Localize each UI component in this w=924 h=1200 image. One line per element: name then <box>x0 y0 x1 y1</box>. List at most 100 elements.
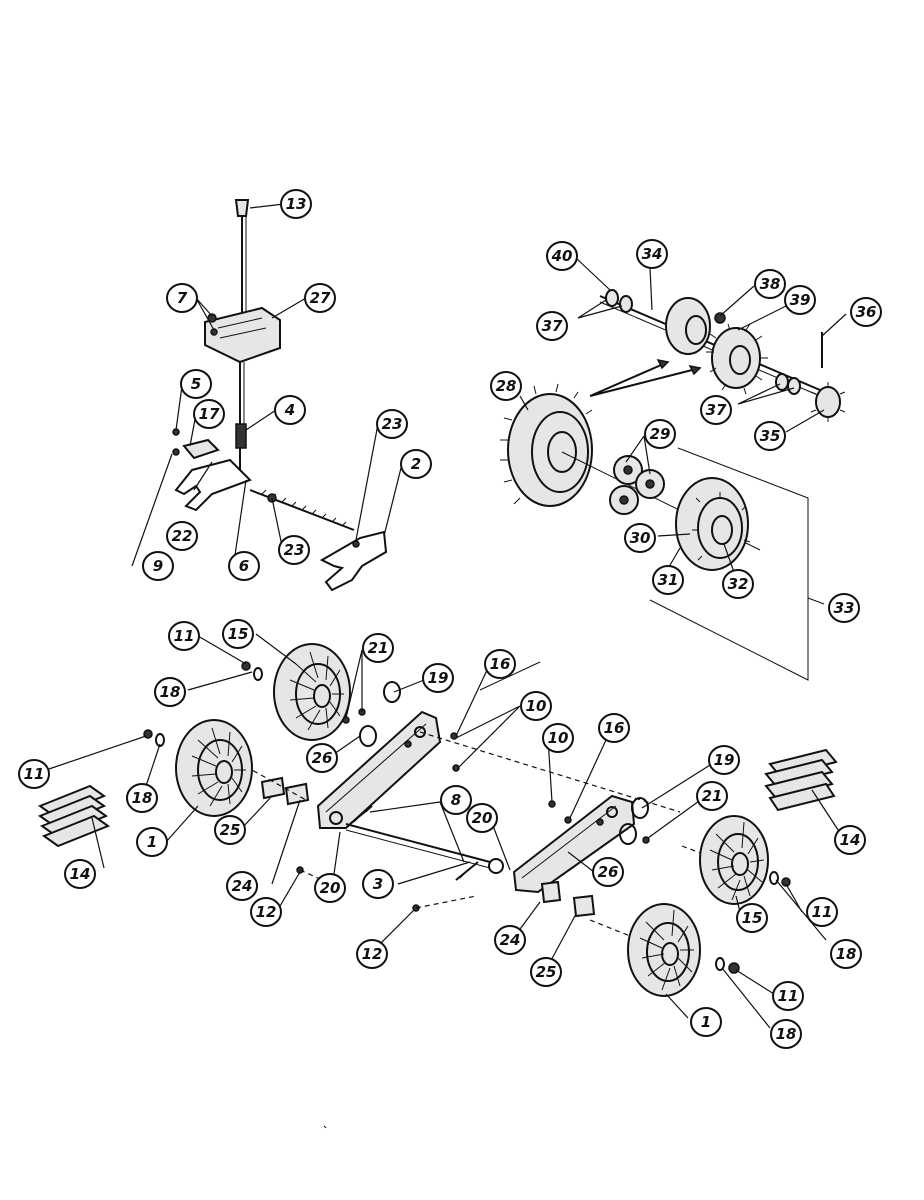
callout-circle <box>226 871 258 901</box>
callout-circle <box>193 399 225 429</box>
ball <box>714 312 726 324</box>
callout-18: 18 <box>154 677 186 707</box>
callout-circle <box>484 649 516 679</box>
callout-number: 19 <box>714 751 735 769</box>
callout-number: 23 <box>284 541 305 559</box>
callout-circle <box>376 409 408 439</box>
callout-21: 21 <box>696 781 728 811</box>
callout-number: 4 <box>284 401 295 419</box>
callout-number: 16 <box>490 655 511 673</box>
pivot-block <box>182 438 220 460</box>
callout-number: 29 <box>650 425 671 443</box>
callout-circle <box>18 759 50 789</box>
lever-bracket <box>204 306 281 364</box>
callout-number: 26 <box>312 749 333 767</box>
callout-32: 32 <box>722 569 754 599</box>
spacer <box>260 776 286 800</box>
callout-circle <box>708 745 740 775</box>
callout-12: 12 <box>356 939 388 969</box>
callout-number: 32 <box>728 575 749 593</box>
callout-circle <box>304 283 336 313</box>
callout-number: 25 <box>220 821 241 839</box>
callout-number: 40 <box>551 247 573 265</box>
callout-circle <box>280 189 312 219</box>
callout-24: 24 <box>494 925 526 955</box>
frame-arm-right <box>512 794 636 894</box>
drive-gear <box>711 327 761 389</box>
callout-circle <box>754 421 786 451</box>
callout-23: 23 <box>376 409 408 439</box>
callout-circle <box>142 551 174 581</box>
callout-circle <box>624 523 656 553</box>
callout-circle <box>314 873 346 903</box>
callout-11: 11 <box>772 981 804 1011</box>
callout-circle <box>306 743 338 773</box>
callout-number: 11 <box>778 987 799 1005</box>
callout-25: 25 <box>214 815 246 845</box>
callout-circle <box>440 785 472 815</box>
callout-number: 19 <box>428 669 449 687</box>
fork-plate <box>174 458 252 512</box>
callout-38: 38 <box>754 269 786 299</box>
callout-circle <box>222 619 254 649</box>
callout-number: 1 <box>147 833 157 851</box>
callout-number: 10 <box>526 697 547 715</box>
callout-18: 18 <box>830 939 862 969</box>
callout-circle <box>136 827 168 857</box>
callout-circle <box>278 535 310 565</box>
callout-number: 11 <box>174 627 195 645</box>
callout-circle <box>806 897 838 927</box>
callout-circle <box>466 803 498 833</box>
leader-lines <box>45 203 847 1029</box>
callout-circle <box>644 419 676 449</box>
callout-circle <box>166 521 198 551</box>
callout-11: 11 <box>168 621 200 651</box>
callout-circle <box>520 691 552 721</box>
callout-number: 8 <box>451 791 461 809</box>
callout-8: 8 <box>440 785 472 815</box>
callout-circle <box>274 395 306 425</box>
callout-number: 25 <box>536 963 557 981</box>
track-frame-assembly <box>37 643 838 1129</box>
callout-number: 37 <box>706 401 727 419</box>
callout-10: 10 <box>542 723 574 753</box>
callout-circle <box>400 449 432 479</box>
callout-24: 24 <box>226 871 258 901</box>
callout-number: 33 <box>834 599 855 617</box>
callout-number: 21 <box>368 639 389 657</box>
callout-number: 24 <box>500 931 521 949</box>
callout-37: 37 <box>700 395 732 425</box>
track-wheel <box>273 643 351 741</box>
callout-number: 7 <box>177 289 188 307</box>
callout-number: 18 <box>160 683 181 701</box>
callout-circle <box>536 311 568 341</box>
callout-number: 27 <box>310 289 331 307</box>
track-wheel <box>175 719 253 817</box>
callout-19: 19 <box>708 745 740 775</box>
callout-circle <box>362 869 394 899</box>
bushing <box>284 782 310 806</box>
callout-27: 27 <box>304 283 336 313</box>
callout-circle <box>490 371 522 401</box>
callout-circle <box>772 981 804 1011</box>
callout-14: 14 <box>64 859 96 889</box>
callout-28: 28 <box>490 371 522 401</box>
callout-number: 3 <box>373 875 383 893</box>
callout-number: 16 <box>604 719 625 737</box>
callout-number: 6 <box>239 557 249 575</box>
callout-number: 20 <box>472 809 493 827</box>
callout-29: 29 <box>644 419 676 449</box>
callout-5: 5 <box>180 369 212 399</box>
callout-circle <box>834 825 866 855</box>
callout-15: 15 <box>736 903 768 933</box>
callout-number: 18 <box>776 1025 797 1043</box>
callout-9: 9 <box>142 551 174 581</box>
callout-26: 26 <box>592 857 624 887</box>
callout-31: 31 <box>652 565 684 595</box>
callout-circle <box>770 1019 802 1049</box>
callout-circle <box>126 783 158 813</box>
callout-circle <box>356 939 388 969</box>
callout-11: 11 <box>18 759 50 789</box>
callout-circle <box>228 551 260 581</box>
